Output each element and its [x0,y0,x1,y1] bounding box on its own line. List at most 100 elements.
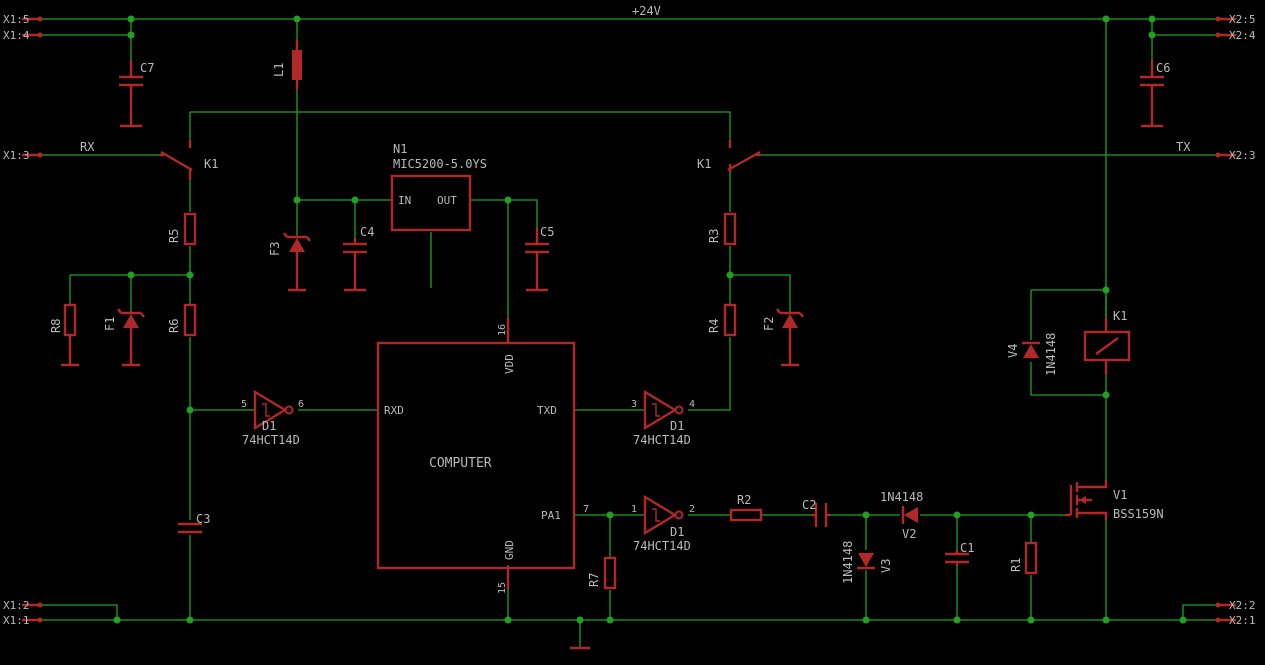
d1-tx-label: D1 [670,419,684,433]
v2-value: 1N4148 [880,490,923,504]
computer-txd-label: TXD [537,404,557,417]
inverter-d1-rx: 5 6 D1 74HCT14D [241,389,304,447]
capacitor-c1: C1 [945,541,974,566]
c2-label: C2 [802,498,816,512]
relay-k1-contact-rx: K1 [160,140,218,180]
inverter-d1-tx: 3 4 D1 74HCT14D [631,389,695,447]
d1-rx-pin-out: 6 [298,399,304,410]
r7-label: R7 [587,573,601,587]
c3-label: C3 [196,512,210,526]
v4-value: 1N4148 [1044,333,1058,376]
k1-tx-label: K1 [697,157,711,171]
computer-pin-vdd: 16 [497,324,508,336]
k1-coil-label: K1 [1113,309,1127,323]
inductor-l1: L1 [272,40,302,90]
relay-k1-coil: K1 [1083,309,1131,375]
resistor-r6: R6 [167,303,197,337]
diode-v3: 1N4148 V3 [841,541,893,584]
n1-in-label: IN [398,194,411,207]
zener-f1: F1 [103,308,145,367]
computer-pa1-label: PA1 [541,509,561,522]
capacitor-c5: C5 [525,225,554,292]
computer-pin-gnd: 15 [497,582,508,594]
d1-tx-pin-in: 3 [631,399,637,410]
resistor-r7: R7 [587,556,617,590]
junctions [113,15,1187,624]
regulator-n1: N1 MIC5200-5.0YS IN OUT [390,142,487,232]
capacitor-c2: C2 [802,498,830,527]
c5-label: C5 [540,225,554,239]
x1-5-label: X1:5 [3,13,30,26]
r1-label: R1 [1009,558,1023,572]
f3-label: F3 [268,242,282,256]
computer-pin-pa1: 7 [583,504,589,515]
k1-rx-label: K1 [204,157,218,171]
diode-v4: V4 1N4148 [1006,333,1058,376]
resistor-r1: R1 [1009,541,1038,575]
c7-label: C7 [140,61,154,75]
x1-3-label: X1:3 [3,149,30,162]
x2-1-label: X2:1 [1229,614,1256,627]
d1-tx-pin-out: 4 [689,399,695,410]
rx-net-label: RX [80,140,95,154]
v4-label: V4 [1006,344,1020,358]
supply-net-label: +24V [632,4,661,18]
inverter-d1-pa1: 1 2 D1 74HCT14D [631,494,695,553]
d1-pa1-label: D1 [670,525,684,539]
tx-net-label: TX [1176,140,1191,154]
x1-1-label: X1:1 [3,614,30,627]
relay-k1-contact-tx: K1 [697,140,761,172]
r2-label: R2 [737,493,751,507]
x1-4-label: X1:4 [3,29,30,42]
d1-pa1-value: 74HCT14D [633,539,691,553]
x2-5-label: X2:5 [1229,13,1256,26]
capacitor-c3: C3 [178,512,210,534]
r5-label: R5 [167,229,181,243]
resistor-r4: R4 [707,303,737,337]
computer-label: COMPUTER [429,456,492,471]
x2-2-label: X2:2 [1229,599,1256,612]
v2-label: V2 [902,527,916,541]
r4-label: R4 [707,319,721,333]
d1-pa1-pin-in: 1 [631,504,637,515]
resistor-r2: R2 [729,493,763,522]
r3-label: R3 [707,229,721,243]
n1-label: N1 [393,142,407,156]
resistor-r3: R3 [707,212,737,246]
x2-4-label: X2:4 [1229,29,1256,42]
v3-label: V3 [879,559,893,573]
n1-value: MIC5200-5.0YS [393,157,487,171]
capacitor-c6: C6 [1140,60,1170,128]
capacitor-c7: C7 [119,60,154,128]
computer-block: COMPUTER RXD TXD PA1 VDD GND 16 15 7 [376,318,589,594]
resistor-r8: R8 [49,303,79,367]
capacitor-c4: C4 [343,225,374,292]
c4-label: C4 [360,225,374,239]
zener-f2: F2 [762,308,804,367]
l1-label: L1 [272,63,286,77]
f2-label: F2 [762,317,776,331]
v1-value: BSS159N [1113,507,1164,521]
c6-label: C6 [1156,61,1170,75]
zener-f3: F3 [268,232,311,292]
d1-pa1-pin-out: 2 [689,504,695,515]
c1-label: C1 [960,541,974,555]
v3-value: 1N4148 [841,541,855,584]
f1-label: F1 [103,317,117,331]
diode-v2: 1N4148 V2 [880,490,923,541]
resistor-r5: R5 [167,212,197,246]
computer-gnd-label: GND [503,540,516,560]
computer-rxd-label: RXD [384,404,404,417]
d1-tx-value: 74HCT14D [633,433,691,447]
n1-out-label: OUT [437,194,457,207]
v1-label: V1 [1113,488,1127,502]
mosfet-v1: V1 BSS159N [1065,480,1164,521]
x1-2-label: X1:2 [3,599,30,612]
r6-label: R6 [167,319,181,333]
computer-vdd-label: VDD [503,354,516,374]
connector-x1: X1:5 X1:4 X1:3 X1:2 X1:1 [3,13,43,627]
r8-label: R8 [49,319,63,333]
d1-rx-label: D1 [262,419,276,433]
